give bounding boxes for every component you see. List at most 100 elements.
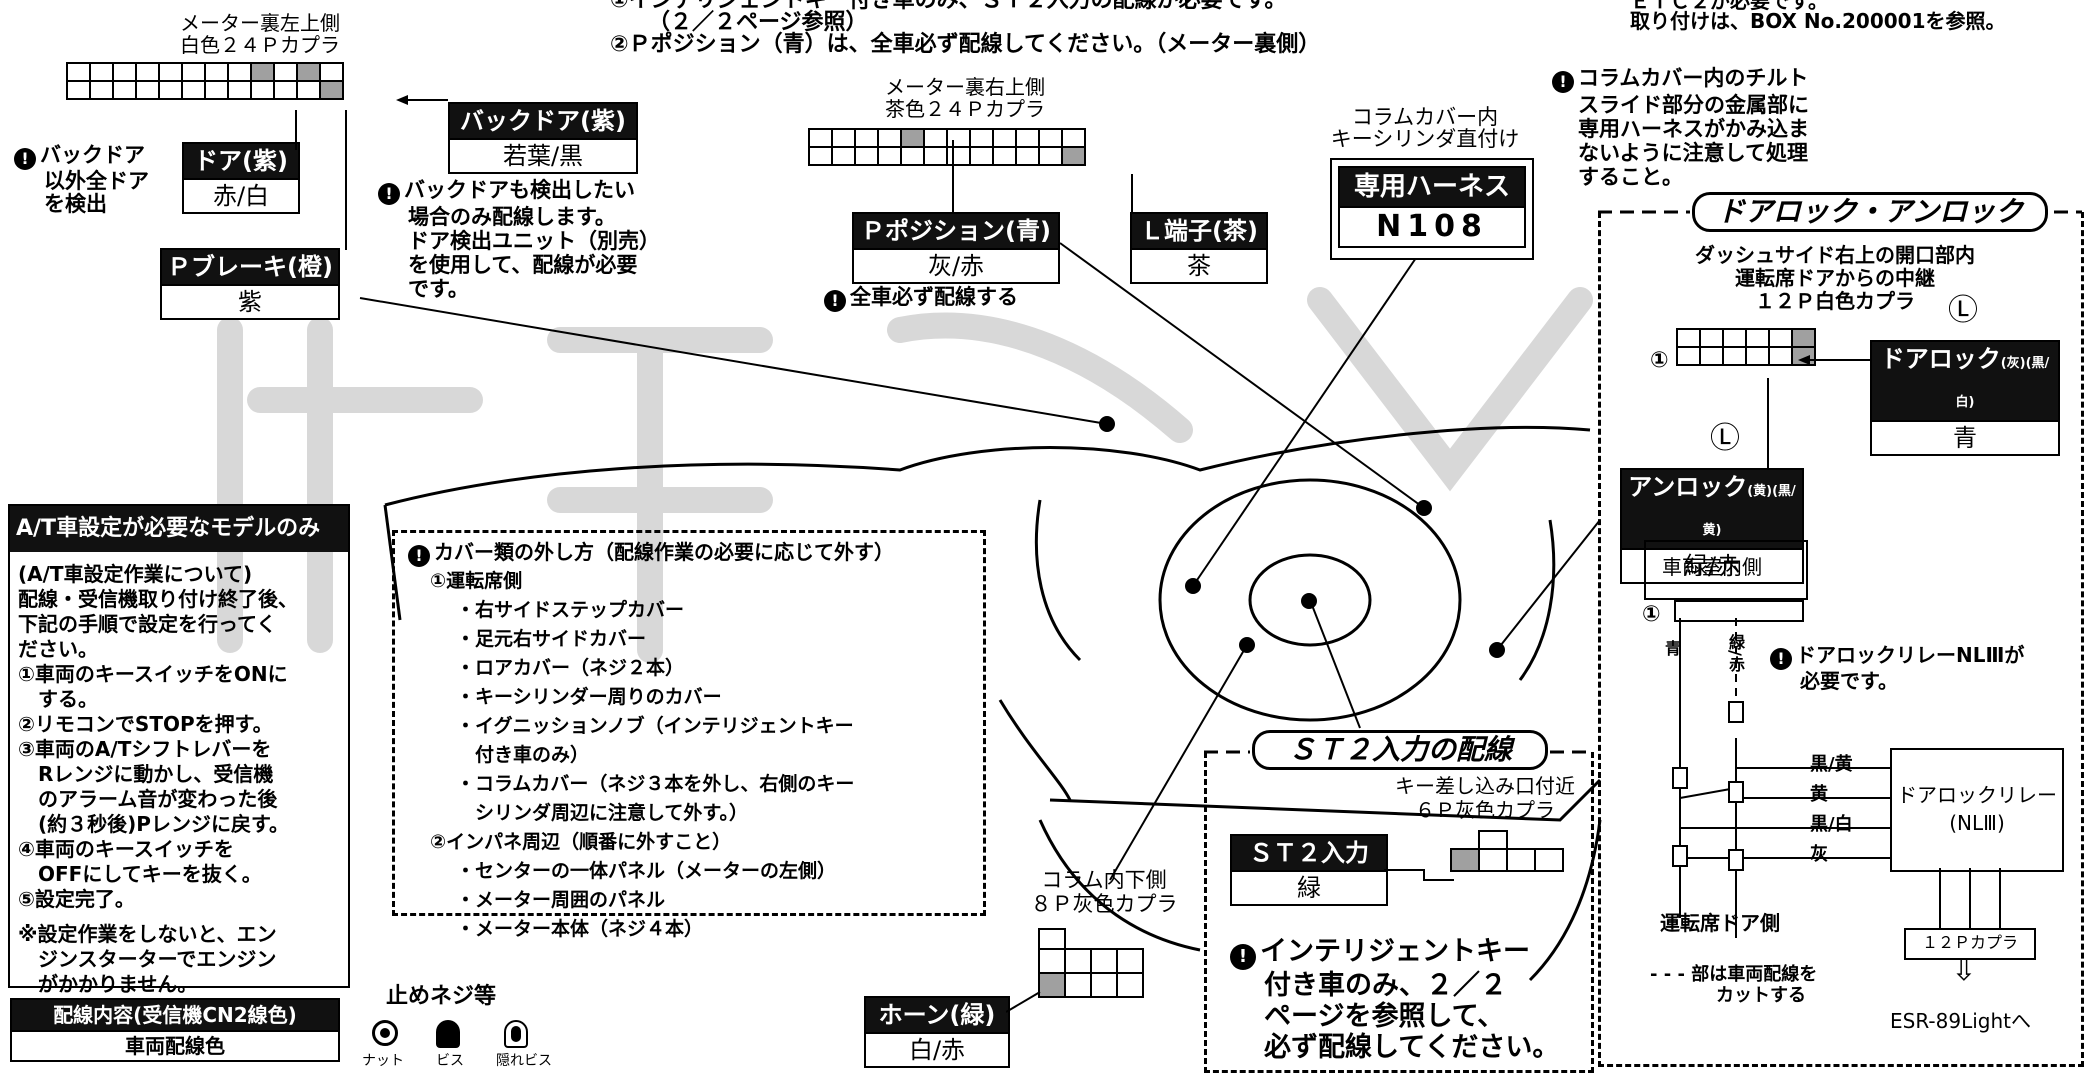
door-note-3: を検出 [44,192,107,216]
relay-note: !ドアロックリレーNLⅢが 必要です。 [1770,644,2024,693]
cover-item2-1: ・メーター周囲のパネル [456,889,666,911]
cut-note-1: - - - 部は車両配線を [1650,964,1818,985]
at-line-5: する。 [18,687,98,711]
harness-label: 専用ハーネス [1340,168,1524,206]
room-side-label: 車両室内側 [1662,555,1762,579]
relay-note-2: 必要です。 [1800,669,1898,693]
relay-vert-label-1: 青 [1662,640,1681,656]
cover-removal-content: !カバー類の外し方（配線作業の必要に応じて外す） ①運転席側 ・右サイドステップ… [408,538,894,944]
st2-sub: キー差し込み口付近 ６Ｐ灰色カプラ [1390,774,1580,822]
relay-wire-1: 黒/黄 [1810,754,1853,775]
door-wire-color: 赤/白 [184,178,298,212]
backdoor-wire-label: バックドア(紫) [450,104,636,138]
st2-sub-2: ６Ｐ灰色カプラ [1415,798,1555,822]
cover-item1-6: ・コラムカバー（ネジ３本を外し、右側のキー [456,773,855,795]
column-note-5: すること。 [1578,165,1683,189]
at-line-12: OFFにしてキーを抜く。 [18,862,262,886]
warning-icon: ! [14,148,36,170]
at-line-0: (A/T車設定作業について) [18,562,253,586]
wiring-legend-label: 配線内容(受信機CN2線色) [12,1000,338,1030]
doorlock-coupler [1676,328,1816,366]
st2-note-2: 付き車のみ、２／２ [1264,970,1507,1001]
driver-door-side: 運転席ドア側 [1660,911,1780,935]
relay-wire-2: 黄 [1810,784,1828,805]
hidden-screw-icon [504,1020,528,1048]
relay-coupler-label: １２Ｐカプラ [1921,933,2018,952]
meter-right-title-2: 茶色２４Ｐカプラ [885,97,1045,121]
at-line-13: ⑤設定完了。 [18,887,135,911]
st2-sub-1: キー差し込み口付近 [1395,774,1575,798]
lterminal-wire-box: Ｌ端子(茶) 茶 [1130,212,1268,284]
warning-icon: ! [1770,648,1792,670]
column-note: !コラムカバー内のチルト スライド部分の金属部に 専用ハーネスがかみ込ま ないよ… [1552,66,1809,189]
cover-item2-2: ・メーター本体（ネジ４本） [456,918,704,940]
st2-title: ＳＴ２入力の配線 [1252,730,1548,770]
at-line-2: 下記の手順で設定を行ってく [18,612,277,636]
cover-item1-1: ・足元右サイドカバー [456,628,647,650]
doorlock-sub-3: １２Ｐ白色カプラ [1755,289,1915,313]
st2-section [1204,752,1594,1073]
room-side-box: 車両室内側 [1644,540,1808,600]
screws-title: 止めネジ等 [386,984,497,1009]
column-lower-title-1: コラム内下側 [1041,868,1167,892]
doorlock-sub-2: 運転席ドアからの中継 [1735,266,1935,290]
warning-icon: ! [408,545,430,567]
relay-coupler-wires [1939,868,2001,928]
doorlock-title: ドアロック・アンロック [1692,192,2048,232]
relay-number: ① [1642,602,1661,627]
warning-icon: ! [824,290,846,312]
backdoor-note: !バックドアも検出したい 場合のみ配線します。 ドア検出ユニット（別売） を使用… [378,178,660,301]
lock-wire-label: ドアロック [1880,345,2001,373]
column-lower-title: コラム内下側 ８Ｐ灰色カプラ [1004,868,1204,916]
unlock-wire-label: アンロック [1628,473,1748,501]
column-lower-title-2: ８Ｐ灰色カプラ [1030,892,1178,916]
relay-coupler-box: １２Ｐカプラ [1904,928,2036,960]
harness-title-2: キーシリンダ直付け [1330,127,1520,151]
cover-title: カバー類の外し方（配線作業の必要に応じて外す） [434,540,894,564]
cover-sec1: ①運転席側 [430,570,523,592]
doorlock-section [1598,212,2084,1067]
pposition-note: !全車必ず配線する [824,286,1018,312]
backdoor-note-4: を使用して、配線が必要 [408,253,638,277]
meter-right-title: メーター裏右上側 茶色２４Ｐカプラ [840,76,1090,120]
at-line-7: ③車両のA/Tシフトレバーを [18,737,272,761]
at-line-1: 配線・受信機取り付け終了後、 [18,587,298,611]
backdoor-note-2: 場合のみ配線します。 [408,205,616,229]
screws-legend: ナット ビス 隠れビス [360,1020,580,1080]
door-note-2: 以外全ドア [44,169,149,193]
cut-note-2: カットする [1716,985,1806,1006]
screw-icon [436,1020,460,1048]
pposition-note-text: 全車必ず配線する [850,285,1018,309]
steering-wheel [1158,478,1462,722]
st2-coupler [1450,830,1564,872]
cover-sec2: ②インパネ周辺（順番に外すこと） [430,831,732,853]
door-lock-relay-box: ドアロックリレー (NLⅢ) [1890,748,2064,872]
column-note-4: ないように注意して処理 [1578,141,1808,165]
st2-leader [1384,869,1454,881]
pbrake-wire-label: Ｐブレーキ(橙) [162,250,338,284]
relay-note-1: ドアロックリレーNLⅢが [1796,643,2025,667]
cover-item1-5: 付き車のみ） [456,744,590,766]
at-warn-1: ジンスターターでエンジン [18,947,277,971]
harness-box: 専用ハーネス N108 [1330,158,1534,260]
doorlock-sub-1: ダッシュサイド右上の開口部内 [1695,243,1975,267]
pposition-wire-label: Ｐポジション(青) [854,214,1058,248]
top-note-1: ①インテリジェントキー付き車のみ、ＳＴ２入力の配線が必要です。 [610,0,1287,13]
cover-item1-0: ・右サイドステップカバー [456,599,685,621]
backdoor-wire-box: バックドア(紫) 若葉/黒 [448,102,638,174]
st2-note-3: ページを参照して、 [1264,1001,1505,1032]
cover-item1-4: ・イグニッションノブ（インテリジェントキー [456,715,854,737]
relay-arrow: ⇩ [1951,953,1977,988]
unlock-wire-label-wrap: アンロック(黄)(黒/黄) [1622,470,1802,548]
relay-connector-strip [1674,600,1804,622]
warning-icon: ! [1552,71,1574,93]
at-line-8: Rレンジに動かし、受信機 [18,762,274,786]
unlock-L-mark: Ⓛ [1710,421,1740,456]
column-lower-coupler [1038,928,1144,998]
column-note-2: スライド部分の金属部に [1578,93,1809,117]
doorlock-sub: ダッシュサイド右上の開口部内 運転席ドアからの中継 １２Ｐ白色カプラ [1600,244,2070,313]
horn-wire-label: ホーン(緑) [866,998,1008,1032]
meter-left-leaders [295,95,448,250]
